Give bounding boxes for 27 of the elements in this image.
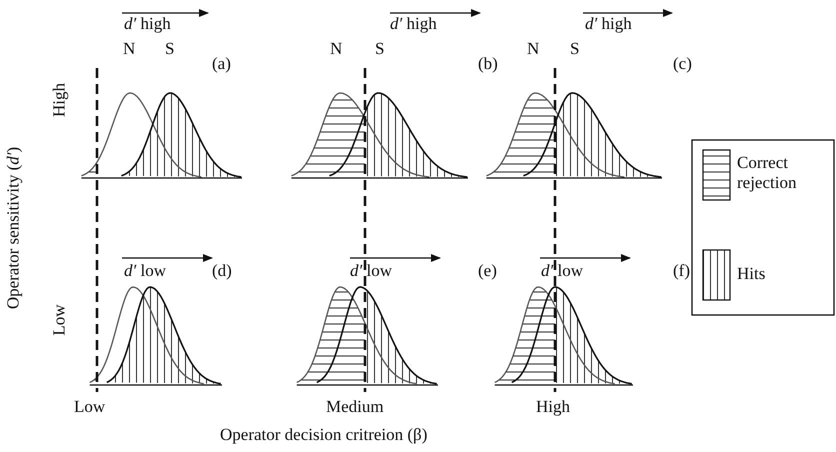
panel-letter: (a) [212, 55, 231, 74]
distribution-label: N [330, 40, 342, 59]
panel-letter: (e) [478, 262, 497, 281]
d-prime-label: d′ low [350, 262, 392, 281]
legend-label: Hits [737, 264, 766, 284]
d-prime-label: d′ low [124, 262, 166, 281]
distribution-label: N [527, 40, 540, 59]
axis-level-label: High [50, 83, 70, 117]
panel-letter: (c) [673, 55, 692, 74]
axis-title: Operator decision critreion (β) [220, 426, 428, 445]
d-prime-label: d′ low [541, 262, 583, 281]
distribution-label: S [165, 40, 174, 59]
distribution-label: S [375, 40, 384, 59]
axis-level-label: High [536, 398, 570, 417]
d-prime-label: d′ high [124, 15, 171, 34]
distribution-label: N [123, 40, 136, 59]
d-prime-label: d′ high [390, 15, 437, 34]
axis-level-label: Low [74, 398, 106, 417]
axis-title: Operator sensitivity (d′) [4, 146, 24, 310]
legend-label: Correct rejection [737, 153, 798, 194]
axis-level-label: Medium [326, 398, 384, 417]
panel-letter: (f) [673, 262, 690, 281]
panel-letter: (d) [212, 262, 232, 281]
distribution-label: S [570, 40, 580, 59]
axis-level-label: Low [50, 304, 70, 336]
panel-letter: (b) [478, 55, 498, 74]
d-prime-label: d′ high [585, 15, 632, 34]
